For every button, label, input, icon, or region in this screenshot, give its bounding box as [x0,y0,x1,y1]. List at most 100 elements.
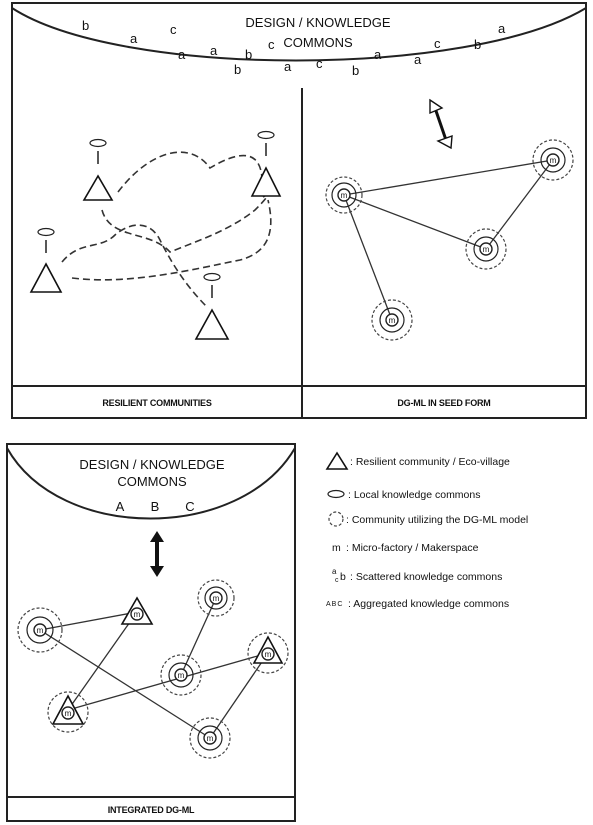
dgml-node: m [247,632,289,674]
micro-factory-label: m [265,650,272,659]
micro-factory-label: m [550,156,557,165]
bottom-panel: DESIGN / KNOWLEDGE COMMONS A B C m m [6,443,296,822]
dashed-circle-icon [532,139,574,181]
dgml-node: m [465,228,507,270]
dashed-circle-icon [325,176,363,214]
legend-item-label: : Scattered knowledge commons [350,571,502,583]
network-link [67,611,138,711]
micro-factory-label: m [37,626,44,635]
community-node [82,138,114,201]
top-panel-frame [11,2,587,419]
network-link [485,159,554,250]
micro-factory-label: m [65,709,72,718]
dashed-circle-icon [247,632,289,674]
network-link [343,194,487,250]
scattered-letter: b [474,37,481,52]
top-panel: DESIGN / KNOWLEDGE COMMONS b a c a a b c… [11,2,587,419]
dgml-node: m [197,579,235,617]
scattered-letter: b [245,47,252,62]
scattered-glyph-main: b [340,571,346,583]
dashed-link [61,224,209,309]
network-link [39,611,138,631]
legend-item: ABC : Aggregated knowledge commons [326,598,509,610]
micro-factory-label: m [341,191,348,200]
scattered-letter: a [498,21,506,36]
triangle-icon [194,308,230,340]
dashed-circle-icon [47,691,89,733]
scattered-letter: a [414,52,422,67]
legend-item: : Local knowledge commons [327,489,481,501]
top-commons-title-line1: DESIGN / KNOWLEDGE [245,15,391,30]
scattered-letter: c [316,56,323,71]
legend-item: m : Micro-factory / Makerspace [332,542,479,554]
local-commons-icon [89,138,107,148]
triangle-icon [82,174,114,201]
legend-item: : Community utilizing the DG-ML model [328,511,528,527]
scattered-glyph-sub: c [335,577,339,584]
network-link [67,652,269,711]
m-glyph: m [332,542,341,554]
dgml-node: m [532,139,574,181]
local-commons-icon [37,227,55,237]
caption-integrated-dgml: INTEGRATED DG-ML [108,805,195,815]
dashed-link [71,199,272,281]
scattered-letter: c [268,37,275,52]
dashed-circle-icon [160,654,202,696]
scattered-letter: a [210,43,218,58]
double-arrow-icon [150,531,164,577]
legend-item-label: : Local knowledge commons [348,489,481,501]
dgml-node: m [160,654,202,696]
dgml-node: m [371,299,413,341]
triangle-icon [325,451,349,470]
bottom-commons-title-line2: COMMONS [117,474,187,489]
dgml-node: m [189,717,231,759]
scattered-letter: a [178,47,186,62]
top-commons-arc [11,7,587,62]
aggregated-glyph: ABC [326,601,343,608]
dashed-circle-icon [465,228,507,270]
local-commons-icon [257,130,275,140]
scattered-letter: c [434,36,441,51]
double-arrow-icon [429,98,453,150]
dgml-node: m [120,596,154,625]
network-link [343,194,393,321]
local-commons-icon [203,272,221,282]
legend-item: a c b : Scattered knowledge commons [332,567,502,584]
top-commons-title-line2: COMMONS [283,35,353,50]
dashed-circle-icon [328,511,344,527]
dashed-circle-icon [189,717,231,759]
scattered-letter: a [130,31,138,46]
dgml-seed-form: m m m m [325,98,574,341]
dashed-link [101,193,269,253]
scattered-letter: b [352,63,359,78]
legend: : Resilient community / Eco-village : Lo… [325,451,528,610]
micro-factory-label: m [134,610,141,619]
micro-factory-label: m [389,316,396,325]
micro-factory-label: m [178,671,185,680]
caption-resilient-communities: RESILIENT COMMUNITIES [102,398,211,408]
triangle-icon [29,262,63,293]
community-node [250,130,282,197]
bottom-commons-arc [6,447,296,520]
scattered-letter: c [170,22,177,37]
dgml-node: m [47,691,89,733]
legend-item-label: : Micro-factory / Makerspace [346,542,479,554]
dgml-node: m [325,176,363,214]
aggregated-letter: A [116,499,125,514]
network-link [209,652,269,739]
bottom-commons-title-line1: DESIGN / KNOWLEDGE [79,457,225,472]
dgml-node: m [17,607,63,653]
legend-item-label: : Aggregated knowledge commons [348,598,509,610]
triangle-icon [250,166,282,197]
network-link [180,597,217,676]
community-node [29,227,63,293]
scattered-letter: a [284,59,292,74]
aggregated-letter: C [185,499,194,514]
scattered-letter: b [234,62,241,77]
legend-item-label: : Community utilizing the DG-ML model [346,514,528,526]
scattered-glyph-top: a [332,567,337,576]
dashed-circle-icon [371,299,413,341]
resilient-communities [29,130,282,340]
scattered-letter: a [374,47,382,62]
